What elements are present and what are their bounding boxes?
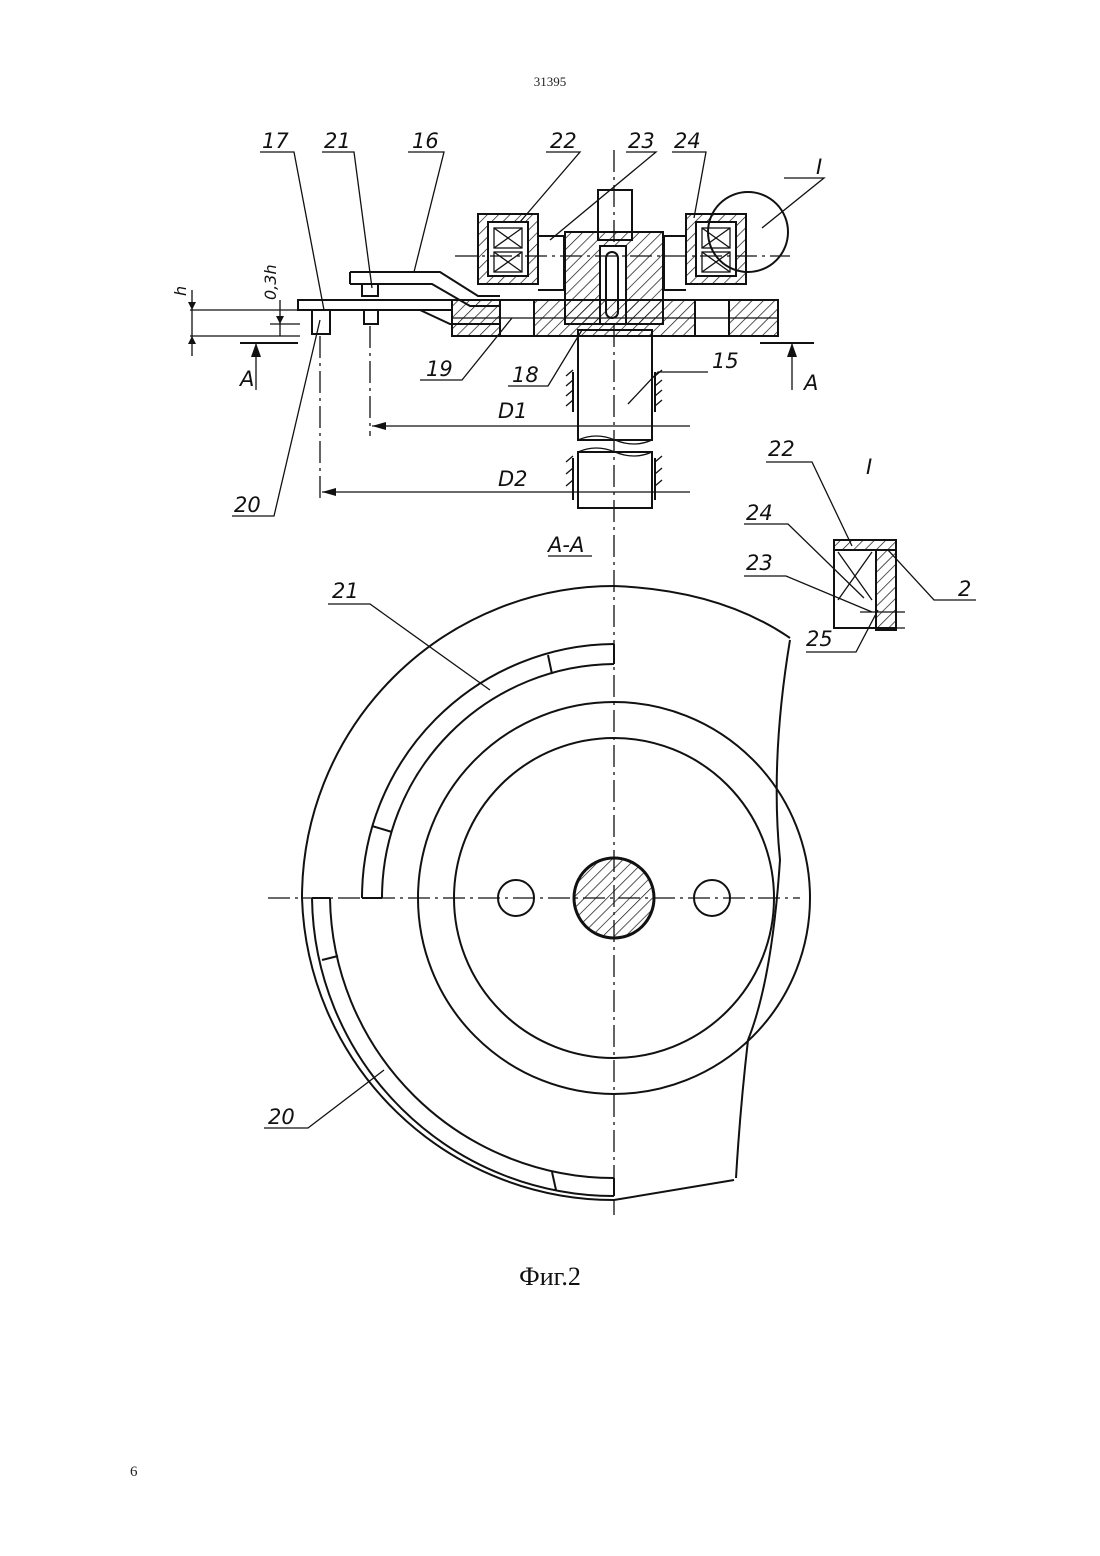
detail-view: [834, 540, 905, 630]
callout-15: 15: [712, 349, 739, 373]
detail-callout-23: 23: [746, 551, 773, 575]
detail-label: I: [866, 455, 872, 479]
detail-callout-22: 22: [768, 437, 795, 461]
section-view: [188, 150, 814, 1215]
dim-03h: 0,3h: [261, 264, 280, 300]
callout-16: 16: [412, 129, 439, 153]
callout-23: 23: [628, 129, 655, 153]
callout-17: 17: [262, 129, 289, 153]
plan-callout-20: 20: [268, 1105, 295, 1129]
detail-callout-25: 25: [806, 627, 833, 651]
plan-callout-21: 21: [332, 579, 359, 603]
detail-label-top: I: [816, 155, 822, 179]
page-number: 6: [130, 1464, 138, 1481]
callout-19: 19: [426, 357, 453, 381]
plan-view: [268, 586, 810, 1200]
section-mark-right: A: [802, 371, 818, 395]
dim-d2: D2: [498, 467, 528, 491]
callout-20-top: 20: [234, 493, 261, 517]
detail-callout-24: 24: [746, 501, 773, 525]
dim-h: h: [171, 286, 190, 296]
section-title: A-A: [546, 533, 584, 557]
figure-caption: Фиг.2: [0, 1262, 1100, 1292]
callout-24: 24: [674, 129, 701, 153]
detail-callout-2: 2: [958, 577, 971, 601]
callout-21: 21: [324, 129, 351, 153]
callout-18: 18: [512, 363, 539, 387]
section-mark-left: A: [238, 367, 254, 391]
callout-22: 22: [550, 129, 577, 153]
dim-d1: D1: [498, 399, 528, 423]
